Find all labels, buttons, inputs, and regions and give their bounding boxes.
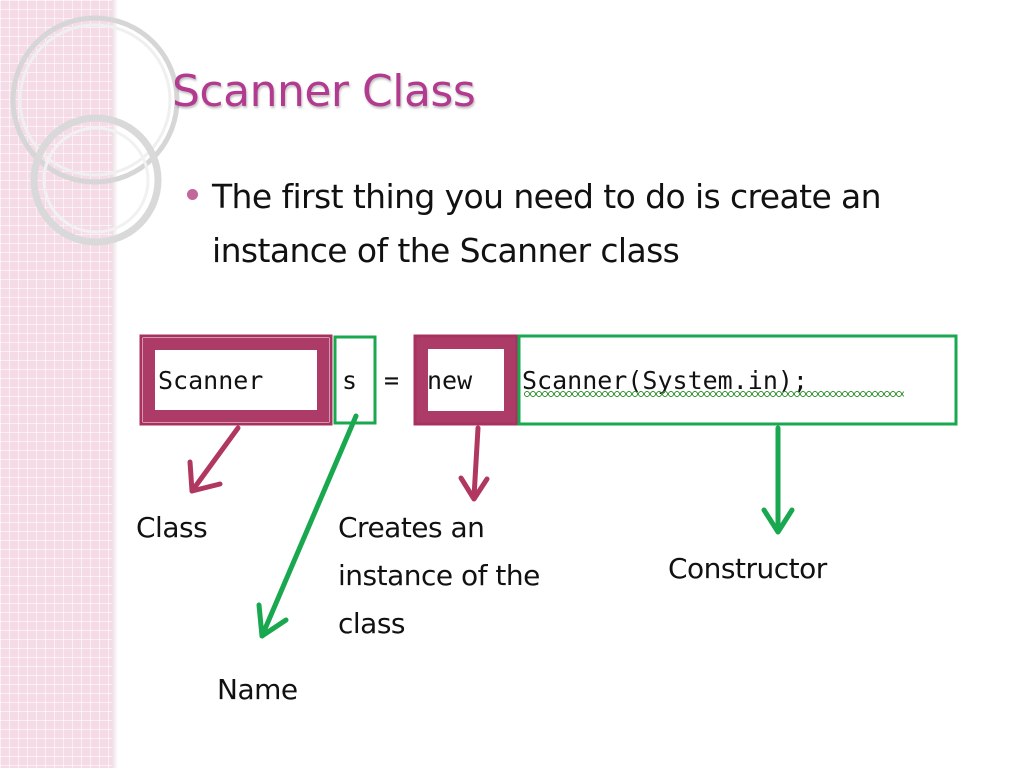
code-name-token: s (342, 366, 358, 395)
arrow-to-class (187, 425, 241, 494)
arrow-to-constructor (761, 425, 795, 535)
code-class-token: Scanner (158, 366, 264, 395)
class-label: Class (136, 511, 208, 544)
bullet-text: The first thing you need to do is create… (212, 177, 882, 270)
decorative-rings (10, 15, 180, 246)
code-new-token: new (427, 366, 473, 395)
creates-instance-label: Creates an instance of the class (338, 511, 540, 640)
side-band-edge (112, 0, 118, 768)
constructor-label: Constructor (668, 552, 827, 585)
slide-title: Scanner Class (172, 66, 476, 117)
spellcheck-squiggle (524, 391, 904, 397)
name-label: Name (217, 673, 298, 706)
bullet-icon (187, 189, 198, 200)
arrow-to-creates-instance (458, 425, 490, 502)
code-equals-token: = (384, 366, 400, 395)
